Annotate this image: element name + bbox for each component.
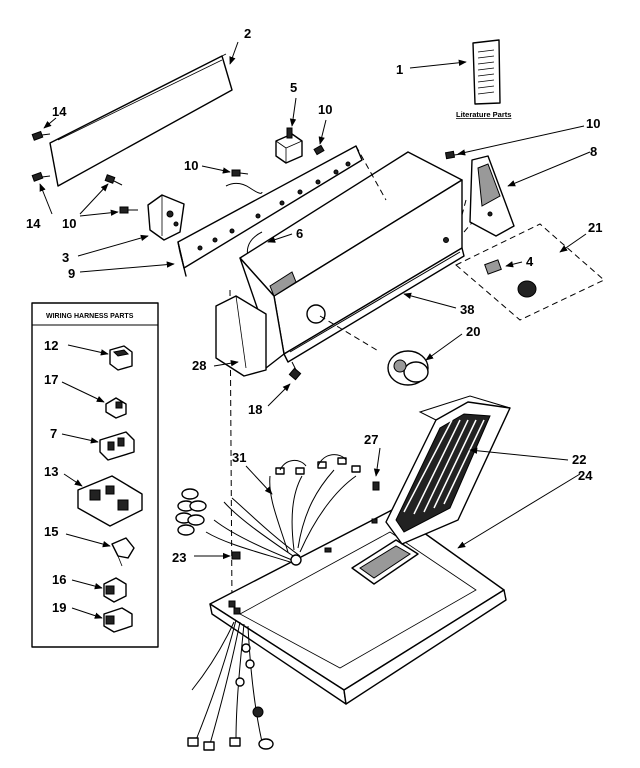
harness-part-17	[105, 397, 127, 419]
callout-31: 31	[232, 450, 246, 465]
harness-part-15	[111, 537, 135, 567]
literature-parts	[472, 39, 501, 105]
harness-part-12	[109, 345, 133, 371]
screw-27	[372, 481, 380, 491]
harness-box-title: WIRING HARNESS PARTS	[46, 313, 134, 320]
timer-switch	[275, 127, 303, 164]
callout-15: 15	[44, 524, 58, 539]
end-cap	[469, 155, 515, 237]
callout-1: 1	[396, 62, 403, 77]
screw-18	[288, 361, 302, 381]
screw-10-d	[119, 206, 138, 214]
harness-part-13	[77, 475, 143, 527]
callout-38: 38	[460, 302, 474, 317]
callout-17: 17	[44, 372, 58, 387]
callout-16: 16	[52, 572, 66, 587]
callout-14-lower: 14	[26, 216, 41, 231]
callout-10-left: 10	[62, 216, 76, 231]
callout-2: 2	[244, 26, 251, 41]
knob-shaft	[484, 259, 502, 275]
screw-14-upper	[31, 130, 51, 141]
callout-27: 27	[364, 432, 378, 447]
knob-20	[387, 350, 429, 386]
callout-14-upper: 14	[52, 104, 67, 119]
top-panel	[209, 509, 507, 705]
callout-9: 9	[68, 266, 75, 281]
harness-part-7	[99, 431, 135, 461]
screw-10-a	[313, 144, 325, 156]
callout-18: 18	[248, 402, 262, 417]
screw-23	[231, 551, 241, 560]
switch-bracket	[147, 194, 185, 241]
harness-part-16	[103, 577, 127, 603]
callout-23: 23	[172, 550, 186, 565]
callout-24: 24	[578, 468, 593, 483]
literature-label: Literature Parts	[456, 110, 511, 119]
callout-7: 7	[50, 426, 57, 441]
end-cap-left	[215, 295, 267, 377]
callout-4: 4	[526, 254, 534, 269]
harness-part-19	[103, 607, 133, 633]
callout-21: 21	[588, 220, 602, 235]
screw-10-b	[231, 169, 249, 177]
console	[239, 151, 465, 369]
wiring-harness-31	[175, 454, 361, 566]
knob-4	[517, 280, 537, 298]
callout-10-top: 10	[318, 102, 332, 117]
callout-12: 12	[44, 338, 58, 353]
screw-10-c	[104, 174, 123, 186]
control-bracket	[177, 145, 363, 277]
callout-10-right: 10	[586, 116, 600, 131]
callout-8: 8	[590, 144, 597, 159]
callout-28: 28	[192, 358, 206, 373]
callout-19: 19	[52, 600, 66, 615]
leader-lines	[39, 41, 591, 619]
lower-harness	[187, 619, 274, 751]
callout-10-mid: 10	[184, 158, 198, 173]
callout-3: 3	[62, 250, 69, 265]
callout-13: 13	[44, 464, 58, 479]
callout-5: 5	[290, 80, 297, 95]
rear-panel	[49, 53, 233, 187]
screw-14-lower	[31, 171, 51, 182]
wiring-harness-parts-box	[31, 302, 159, 648]
callout-6: 6	[296, 226, 303, 241]
callout-22: 22	[572, 452, 586, 467]
knob-kit-box	[455, 223, 605, 321]
lint-screen	[385, 395, 511, 545]
screw-10-e	[444, 150, 463, 160]
callout-20: 20	[466, 324, 480, 339]
